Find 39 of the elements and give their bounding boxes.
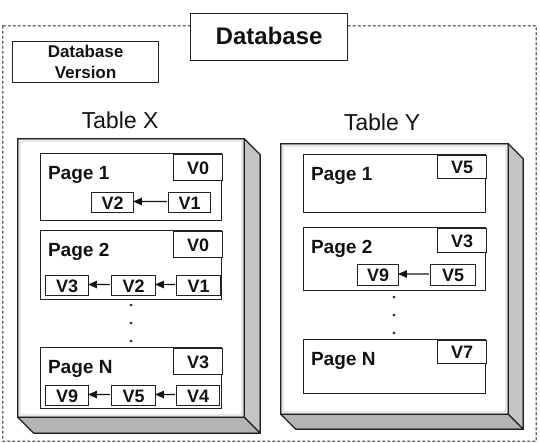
page-title: Page N — [311, 350, 376, 369]
arrow — [398, 270, 429, 278]
version-tag: V2 — [91, 192, 134, 213]
page-title: Page 2 — [48, 241, 110, 260]
dashed-container — [2, 25, 537, 442]
arrow — [88, 390, 110, 398]
version-tag: V3 — [437, 228, 487, 253]
version-tag: V1 — [168, 192, 211, 213]
page-title: Page 1 — [311, 165, 372, 184]
version-tag: V0 — [173, 231, 223, 258]
version-box: Database Version — [12, 41, 159, 83]
version-tag: V2 — [111, 275, 156, 296]
page-box — [40, 347, 222, 409]
table-title: Table X — [82, 109, 158, 132]
version-tag: V1 — [176, 275, 221, 296]
version-tag: V5 — [111, 385, 156, 406]
page-title: Page 2 — [311, 238, 372, 257]
title-box: Database — [190, 13, 348, 61]
version-tag: V4 — [176, 385, 220, 406]
arrow — [155, 390, 175, 398]
page-title: Page 1 — [48, 164, 110, 183]
page-box — [40, 230, 222, 300]
table-title: Table Y — [344, 111, 420, 134]
arrow — [133, 198, 167, 206]
page-box — [303, 227, 486, 291]
version-tag: V3 — [173, 348, 223, 375]
page-box — [303, 154, 486, 213]
page-title: Page N — [48, 358, 112, 377]
version-tag: V5 — [437, 155, 487, 179]
page-box — [40, 153, 222, 221]
version-tag: V5 — [430, 264, 476, 286]
version-tag: V9 — [357, 264, 399, 286]
version-tag: V7 — [437, 340, 487, 364]
page-box — [303, 339, 486, 394]
arrow — [88, 280, 110, 288]
version-tag: V0 — [173, 154, 223, 181]
version-tag: V9 — [45, 385, 89, 406]
arrow — [155, 280, 175, 288]
version-tag: V3 — [45, 275, 89, 296]
